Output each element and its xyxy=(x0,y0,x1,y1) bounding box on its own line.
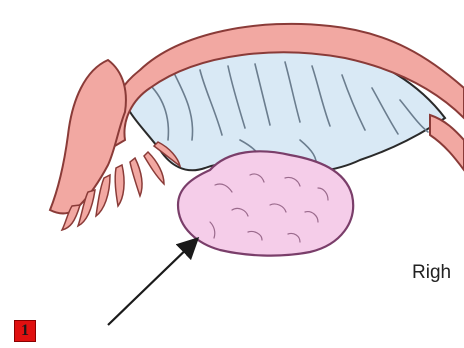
tube-right-section xyxy=(430,115,464,170)
number-marker: 1 xyxy=(14,320,36,342)
arrow-icon xyxy=(108,240,196,325)
tube-infundibulum xyxy=(50,60,126,213)
side-label: Righ xyxy=(412,262,451,284)
